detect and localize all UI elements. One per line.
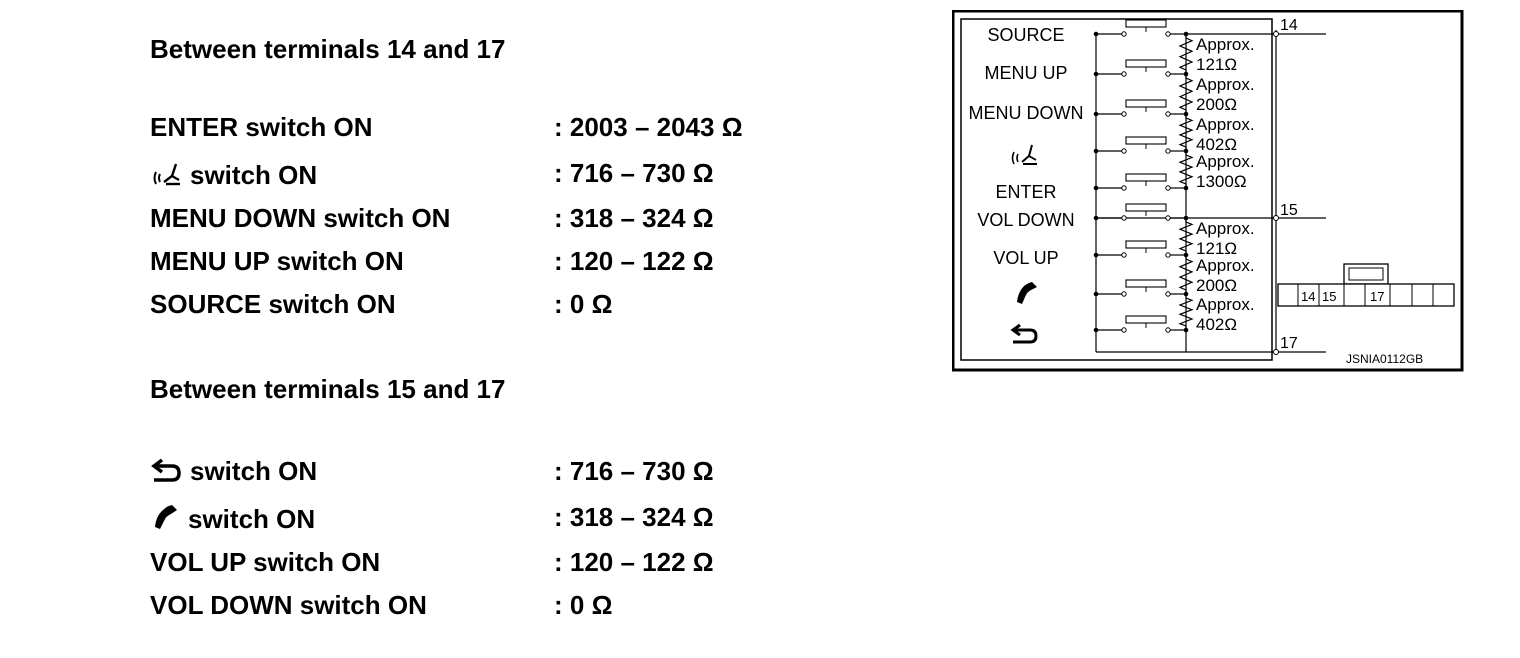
switch-label: ENTER	[995, 182, 1056, 202]
spec-label: switch ON	[188, 504, 316, 534]
resistor: Approx.121Ω	[1178, 218, 1255, 258]
diagram-inner-frame	[960, 18, 1273, 361]
spec-label: VOL DOWN switch ON	[150, 590, 427, 620]
resistor: Approx.200Ω	[1178, 74, 1255, 114]
voice-icon	[153, 163, 180, 186]
resistor-value-label: 121Ω	[1196, 55, 1237, 74]
switch-label: SOURCE	[987, 25, 1064, 45]
resistor-value-label: 402Ω	[1196, 315, 1237, 334]
phone-icon	[155, 505, 177, 529]
switch-label: VOL DOWN	[977, 210, 1074, 230]
switch-circuit-diagram: 14 15 17 SOURCE MENU UP MENU DOWN ENTER …	[952, 10, 1464, 372]
spec-value: : 716 – 730 Ω	[554, 456, 714, 486]
diagram-outer-frame	[952, 10, 1464, 372]
spec-row: VOL UP switch ON : 120 – 122 Ω	[150, 547, 850, 581]
spec-value: : 0 Ω	[554, 289, 613, 319]
resistor-value-label: 1300Ω	[1196, 172, 1247, 191]
back-icon	[151, 458, 181, 482]
push-switch	[1093, 173, 1189, 191]
terminal-15-node	[1273, 215, 1279, 221]
resistor: Approx.1300Ω	[1178, 151, 1255, 191]
resistor-value-label: 200Ω	[1196, 276, 1237, 295]
terminal-17-node	[1273, 349, 1279, 355]
group2-heading: Between terminals 15 and 17	[150, 374, 506, 404]
spec-value: : 0 Ω	[554, 590, 613, 620]
spec-row: switch ON : 716 – 730 Ω	[150, 158, 850, 192]
phone-icon	[1017, 282, 1037, 304]
resistor: Approx.402Ω	[1178, 294, 1255, 334]
push-switch	[1093, 279, 1189, 297]
terminal-label: 14	[1280, 17, 1298, 34]
resistor-approx-label: Approx.	[1196, 35, 1255, 54]
figure-code: JSNIA0112GB	[1346, 352, 1423, 366]
spec-label: MENU DOWN switch ON	[150, 203, 451, 233]
resistor: Approx.402Ω	[1178, 114, 1255, 154]
terminal-label: 17	[1280, 335, 1298, 352]
switches	[1093, 19, 1189, 333]
resistor-approx-label: Approx.	[1196, 295, 1255, 314]
resistor-approx-label: Approx.	[1196, 152, 1255, 171]
spec-label: switch ON	[190, 160, 318, 190]
spec-value: : 120 – 122 Ω	[554, 246, 714, 276]
terminal-14-node	[1273, 31, 1279, 37]
push-switch	[1093, 240, 1189, 258]
spec-label-wrap: switch ON	[150, 158, 317, 191]
connector-pin-label: 17	[1370, 289, 1384, 304]
resistor-approx-label: Approx.	[1196, 256, 1255, 275]
switch-label: MENU UP	[984, 63, 1067, 83]
resistor: Approx.200Ω	[1178, 255, 1255, 295]
switch-label: VOL UP	[993, 248, 1058, 268]
switch-label: MENU DOWN	[969, 103, 1084, 123]
resistor-value-label: 121Ω	[1196, 239, 1237, 258]
connector-body	[1277, 283, 1455, 307]
push-switch	[1093, 99, 1189, 117]
resistor-value-label: 402Ω	[1196, 135, 1237, 154]
connector-lock-inner	[1348, 267, 1384, 281]
spec-row: switch ON : 318 – 324 Ω	[150, 502, 850, 536]
connector-pin-label: 15	[1322, 289, 1336, 304]
spec-row: ENTER switch ON : 2003 – 2043 Ω	[150, 112, 850, 146]
spec-value: : 120 – 122 Ω	[554, 547, 714, 577]
spec-label: VOL UP switch ON	[150, 547, 381, 577]
push-switch	[1093, 203, 1189, 221]
group1-heading: Between terminals 14 and 17	[150, 34, 506, 64]
spec-value: : 716 – 730 Ω	[554, 158, 714, 188]
push-switch	[1093, 59, 1189, 77]
spec-label: ENTER switch ON	[150, 112, 373, 142]
spec-label: SOURCE switch ON	[150, 289, 396, 319]
resistor-approx-label: Approx.	[1196, 75, 1255, 94]
spec-value: : 318 – 324 Ω	[554, 203, 714, 233]
spec-label-wrap: switch ON	[150, 502, 315, 535]
spec-label-wrap: switch ON	[150, 456, 317, 487]
resistor-approx-label: Approx.	[1196, 115, 1255, 134]
voice-icon	[1011, 144, 1037, 165]
spec-label: switch ON	[190, 456, 318, 486]
terminal-label: 15	[1280, 202, 1298, 219]
push-switch	[1093, 315, 1189, 333]
push-switch	[1093, 19, 1189, 37]
spec-row: MENU DOWN switch ON : 318 – 324 Ω	[150, 203, 850, 237]
connector-lock	[1343, 263, 1389, 285]
spec-row: switch ON : 716 – 730 Ω	[150, 456, 850, 490]
connector-pin-label: 14	[1301, 289, 1315, 304]
resistor-approx-label: Approx.	[1196, 219, 1255, 238]
resistor-value-label: 200Ω	[1196, 95, 1237, 114]
spec-value: : 2003 – 2043 Ω	[554, 112, 743, 142]
harness-connector: 14 15 17	[1277, 263, 1455, 307]
spec-row: VOL DOWN switch ON : 0 Ω	[150, 590, 850, 624]
spec-row: SOURCE switch ON : 0 Ω	[150, 289, 850, 323]
resistor: Approx.121Ω	[1178, 34, 1255, 74]
spec-value: : 318 – 324 Ω	[554, 502, 714, 532]
spec-label: MENU UP switch ON	[150, 246, 404, 276]
resistors: Approx.121ΩApprox.200ΩApprox.402ΩApprox.…	[1178, 34, 1255, 334]
back-icon	[1010, 323, 1038, 344]
spec-row: MENU UP switch ON : 120 – 122 Ω	[150, 246, 850, 280]
